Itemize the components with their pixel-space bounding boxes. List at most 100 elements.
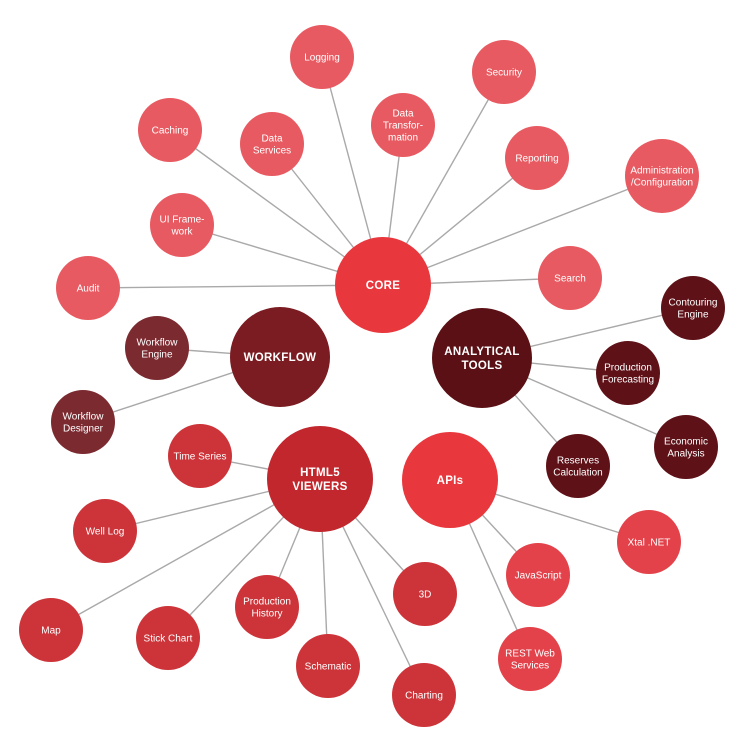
- node-circle-ui-framework: [150, 193, 214, 257]
- node-charting: Charting: [392, 663, 456, 727]
- node-caching: Caching: [138, 98, 202, 162]
- node-label-production-forecasting: Production: [604, 363, 652, 374]
- hub-circle-apis: [402, 432, 498, 528]
- node-administration-configuration: Administration/Configuration: [625, 139, 699, 213]
- node-label-rest-web-services: REST Web: [505, 649, 555, 660]
- node-label-xtal-net: Xtal .NET: [628, 538, 671, 549]
- node-circle-security: [472, 40, 536, 104]
- node-label-reporting: Reporting: [515, 154, 558, 165]
- node-label-contouring-engine: Contouring: [669, 298, 718, 309]
- hub-circle-core: [335, 237, 431, 333]
- hub-node-workflow: WORKFLOW: [230, 307, 330, 407]
- node-map: Map: [19, 598, 83, 662]
- node-circle-economic-analysis: [654, 415, 718, 479]
- node-circle-reserves-calculation: [546, 434, 610, 498]
- node-label-search: Search: [554, 274, 586, 285]
- node-label-logging: Logging: [304, 53, 340, 64]
- node-label-audit: Audit: [77, 284, 100, 295]
- node-label-caching: Caching: [152, 126, 189, 137]
- node-label-data-transformation: Data: [392, 109, 414, 120]
- node-time-series: Time Series: [168, 424, 232, 488]
- node-audit: Audit: [56, 256, 120, 320]
- node-circle-data-services: [240, 112, 304, 176]
- node-label-map: Map: [41, 626, 61, 637]
- hub-label-html5: VIEWERS: [292, 481, 347, 493]
- node-stick-chart: Stick Chart: [136, 606, 200, 670]
- node-label-administration-configuration: Administration: [630, 166, 693, 177]
- hub-label-workflow: WORKFLOW: [244, 352, 317, 364]
- connector-core-audit: [87, 284, 384, 289]
- node-label-javascript: JavaScript: [515, 571, 562, 582]
- node-label-production-history: History: [251, 609, 282, 620]
- node-circle-time-series: [168, 424, 232, 488]
- hub-label-analytical: ANALYTICAL: [444, 346, 519, 358]
- node-label-ui-framework: UI Frame-: [160, 215, 205, 226]
- node-circle-administration-configuration: [625, 139, 699, 213]
- node-label-data-transformation: mation: [388, 133, 418, 144]
- node-label-workflow-designer: Designer: [63, 424, 104, 435]
- node-circle-rest-web-services: [498, 627, 562, 691]
- node-ui-framework: UI Frame-work: [150, 193, 214, 257]
- node-circle-logging: [290, 25, 354, 89]
- node-label-3d: 3D: [419, 590, 432, 601]
- node-circle-javascript: [506, 543, 570, 607]
- node-label-workflow-designer: Workflow: [63, 412, 105, 423]
- node-circle-well-log: [73, 499, 137, 563]
- node-label-workflow-engine: Workflow: [137, 338, 179, 349]
- node-label-data-services: Data: [261, 134, 283, 145]
- hub-label-apis: APIs: [437, 475, 464, 487]
- node-circle-production-forecasting: [596, 341, 660, 405]
- hub-label-core: CORE: [366, 280, 400, 292]
- node-label-economic-analysis: Economic: [664, 437, 708, 448]
- hub-label-analytical: TOOLS: [462, 360, 503, 372]
- hub-label-html5: HTML5: [300, 467, 340, 479]
- node-label-production-forecasting: Forecasting: [602, 375, 654, 386]
- node-circle-map: [19, 598, 83, 662]
- hub-circle-html5: [267, 426, 373, 532]
- node-circle-workflow-engine: [125, 316, 189, 380]
- hub-circle-analytical: [432, 308, 532, 408]
- node-circle-reporting: [505, 126, 569, 190]
- node-circle-caching: [138, 98, 202, 162]
- node-label-time-series: Time Series: [174, 452, 227, 463]
- node-javascript: JavaScript: [506, 543, 570, 607]
- node-circle-production-history: [235, 575, 299, 639]
- hub-node-core: CORE: [335, 237, 431, 333]
- node-logging: Logging: [290, 25, 354, 89]
- hub-node-analytical: ANALYTICAL TOOLS: [432, 308, 532, 408]
- node-3d: 3D: [393, 562, 457, 626]
- node-label-administration-configuration: /Configuration: [631, 178, 693, 189]
- node-well-log: Well Log: [73, 499, 137, 563]
- node-label-schematic: Schematic: [305, 662, 352, 673]
- node-label-data-services: Services: [253, 146, 291, 157]
- node-label-ui-framework: work: [170, 227, 193, 238]
- node-label-security: Security: [486, 68, 522, 79]
- hub-node-apis: APIs: [402, 432, 498, 528]
- node-circle-3d: [393, 562, 457, 626]
- node-label-reserves-calculation: Calculation: [553, 468, 602, 479]
- node-label-rest-web-services: Services: [511, 661, 549, 672]
- node-circle-contouring-engine: [661, 276, 725, 340]
- node-label-production-history: Production: [243, 597, 291, 608]
- node-label-economic-analysis: Analysis: [667, 449, 704, 460]
- node-label-well-log: Well Log: [86, 527, 125, 538]
- connector-core-administration-configuration: [382, 175, 663, 286]
- node-circle-schematic: [296, 634, 360, 698]
- hub-circle-workflow: [230, 307, 330, 407]
- node-circle-search: [538, 246, 602, 310]
- node-circle-xtal-net: [617, 510, 681, 574]
- node-label-charting: Charting: [405, 691, 443, 702]
- node-label-contouring-engine: Engine: [677, 310, 709, 321]
- node-label-reserves-calculation: Reserves: [557, 456, 599, 467]
- node-label-stick-chart: Stick Chart: [144, 634, 193, 645]
